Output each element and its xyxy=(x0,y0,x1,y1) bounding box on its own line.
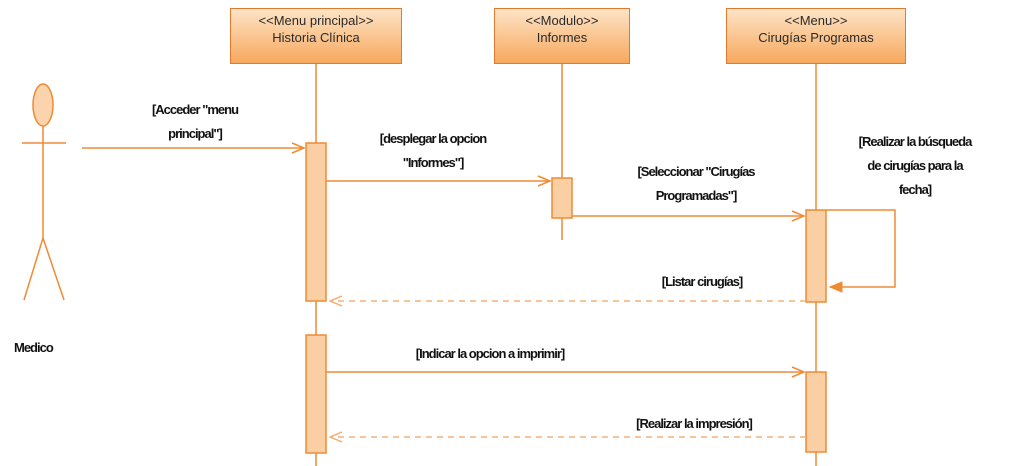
lifeline-name: Historia Clínica xyxy=(272,30,360,45)
activation-informes xyxy=(551,177,573,219)
lifeline-name: Informes xyxy=(536,30,588,45)
activation-cirugias-2 xyxy=(805,371,827,453)
activation-cirugias-1 xyxy=(805,209,827,303)
message-label-busqueda: [Realizar la búsqueda de cirugías para l… xyxy=(858,134,973,197)
message-label-seleccionar: [Seleccionar "Cirugías Programadas"] xyxy=(637,164,755,203)
stereotype-label: <<Menu>> xyxy=(784,13,848,28)
message-arrow-self-busqueda xyxy=(826,209,896,287)
message-label-indicar: [Indicar la opcion a imprimir] xyxy=(415,346,565,361)
lifeline-name: Cirugías Programas xyxy=(758,30,874,45)
stereotype-label: <<Modulo>> xyxy=(525,13,599,28)
lifeline-box-informes: <<Modulo>> Informes xyxy=(494,8,630,64)
actor-name: Medico xyxy=(14,340,54,355)
message-label-listar: [Listar cirugías] xyxy=(661,274,744,289)
actor-medico-figure xyxy=(22,83,66,301)
message-label-acceder: [Acceder "menu principal"] xyxy=(151,102,239,141)
stereotype-label: <<Menu principal>> xyxy=(258,13,374,28)
lifeline-box-cirugias-programas: <<Menu>> Cirugías Programas xyxy=(726,8,906,64)
lifeline-box-historia-clinica: <<Menu principal>> Historia Clínica xyxy=(230,8,402,64)
message-label-desplegar: [desplegar la opcion "Informes"] xyxy=(379,131,487,170)
activation-historia-2 xyxy=(305,334,327,454)
message-label-impresion: [Realizar la impresión] xyxy=(636,416,753,431)
activation-historia-1 xyxy=(305,142,327,302)
